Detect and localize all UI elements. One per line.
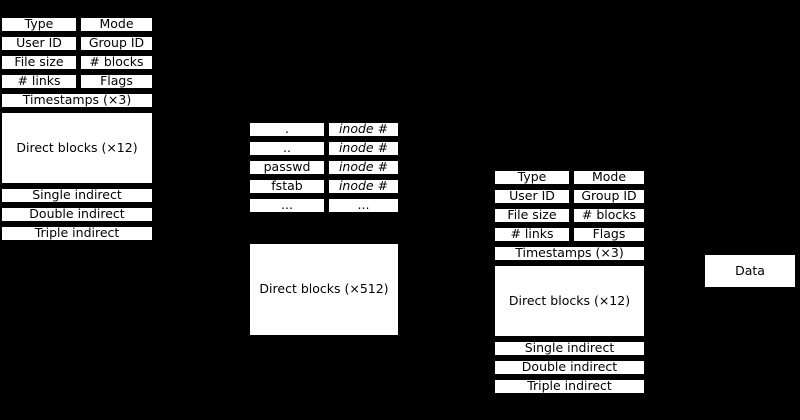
inode-row-links-flags: # links Flags xyxy=(1,74,153,89)
directory-table: . inode # .. inode # passwd inode # fsta… xyxy=(249,122,399,213)
inode-row-uid-gid: User ID Group ID xyxy=(494,189,645,204)
inode-field-type: Type xyxy=(1,17,77,32)
inode-field-file-size: File size xyxy=(1,55,77,70)
inode-field-double-indirect: Double indirect xyxy=(494,360,645,375)
inode-row-size-blocks: File size # blocks xyxy=(494,208,645,223)
directory-entry-name: passwd xyxy=(249,160,325,175)
inode-row-size-blocks: File size # blocks xyxy=(1,55,153,70)
inode-field-file-size: File size xyxy=(494,208,570,223)
direct-blocks-512-box: Direct blocks (×512) xyxy=(249,243,399,336)
inode-table-right: Type Mode User ID Group ID File size # b… xyxy=(494,170,645,394)
directory-entry-name: . xyxy=(249,122,325,137)
directory-row: passwd inode # xyxy=(249,160,399,175)
inode-field-type: Type xyxy=(494,170,570,185)
directory-entry-inode: inode # xyxy=(328,122,399,137)
inode-field-timestamps: Timestamps (×3) xyxy=(494,246,645,261)
directory-entry-name: fstab xyxy=(249,179,325,194)
directory-row: fstab inode # xyxy=(249,179,399,194)
inode-field-num-links: # links xyxy=(1,74,77,89)
directory-entry-name: ... xyxy=(249,198,325,213)
inode-field-single-indirect: Single indirect xyxy=(494,341,645,356)
inode-field-user-id: User ID xyxy=(1,36,77,51)
inode-field-direct-blocks: Direct blocks (×12) xyxy=(1,112,153,184)
inode-field-mode: Mode xyxy=(573,170,645,185)
inode-field-double-indirect: Double indirect xyxy=(1,207,153,222)
directory-entry-inode: inode # xyxy=(328,179,399,194)
inode-table-left: Type Mode User ID Group ID File size # b… xyxy=(1,17,153,241)
inode-field-num-blocks: # blocks xyxy=(80,55,153,70)
directory-row: .. inode # xyxy=(249,141,399,156)
inode-field-num-blocks: # blocks xyxy=(573,208,645,223)
directory-entry-inode: inode # xyxy=(328,160,399,175)
directory-entry-inode: inode # xyxy=(328,141,399,156)
directory-entry-name: .. xyxy=(249,141,325,156)
data-box: Data xyxy=(704,254,796,288)
directory-row: ... ... xyxy=(249,198,399,213)
inode-row-type-mode: Type Mode xyxy=(1,17,153,32)
inode-field-direct-blocks: Direct blocks (×12) xyxy=(494,265,645,337)
inode-row-type-mode: Type Mode xyxy=(494,170,645,185)
inode-field-user-id: User ID xyxy=(494,189,570,204)
inode-field-mode: Mode xyxy=(80,17,153,32)
inode-field-timestamps: Timestamps (×3) xyxy=(1,93,153,108)
inode-field-triple-indirect: Triple indirect xyxy=(1,226,153,241)
inode-field-triple-indirect: Triple indirect xyxy=(494,379,645,394)
inode-field-group-id: Group ID xyxy=(80,36,153,51)
inode-field-num-links: # links xyxy=(494,227,570,242)
inode-field-flags: Flags xyxy=(80,74,153,89)
directory-entry-inode: ... xyxy=(328,198,399,213)
inode-field-flags: Flags xyxy=(573,227,645,242)
inode-field-group-id: Group ID xyxy=(573,189,645,204)
inode-row-links-flags: # links Flags xyxy=(494,227,645,242)
directory-row: . inode # xyxy=(249,122,399,137)
inode-field-single-indirect: Single indirect xyxy=(1,188,153,203)
inode-row-uid-gid: User ID Group ID xyxy=(1,36,153,51)
